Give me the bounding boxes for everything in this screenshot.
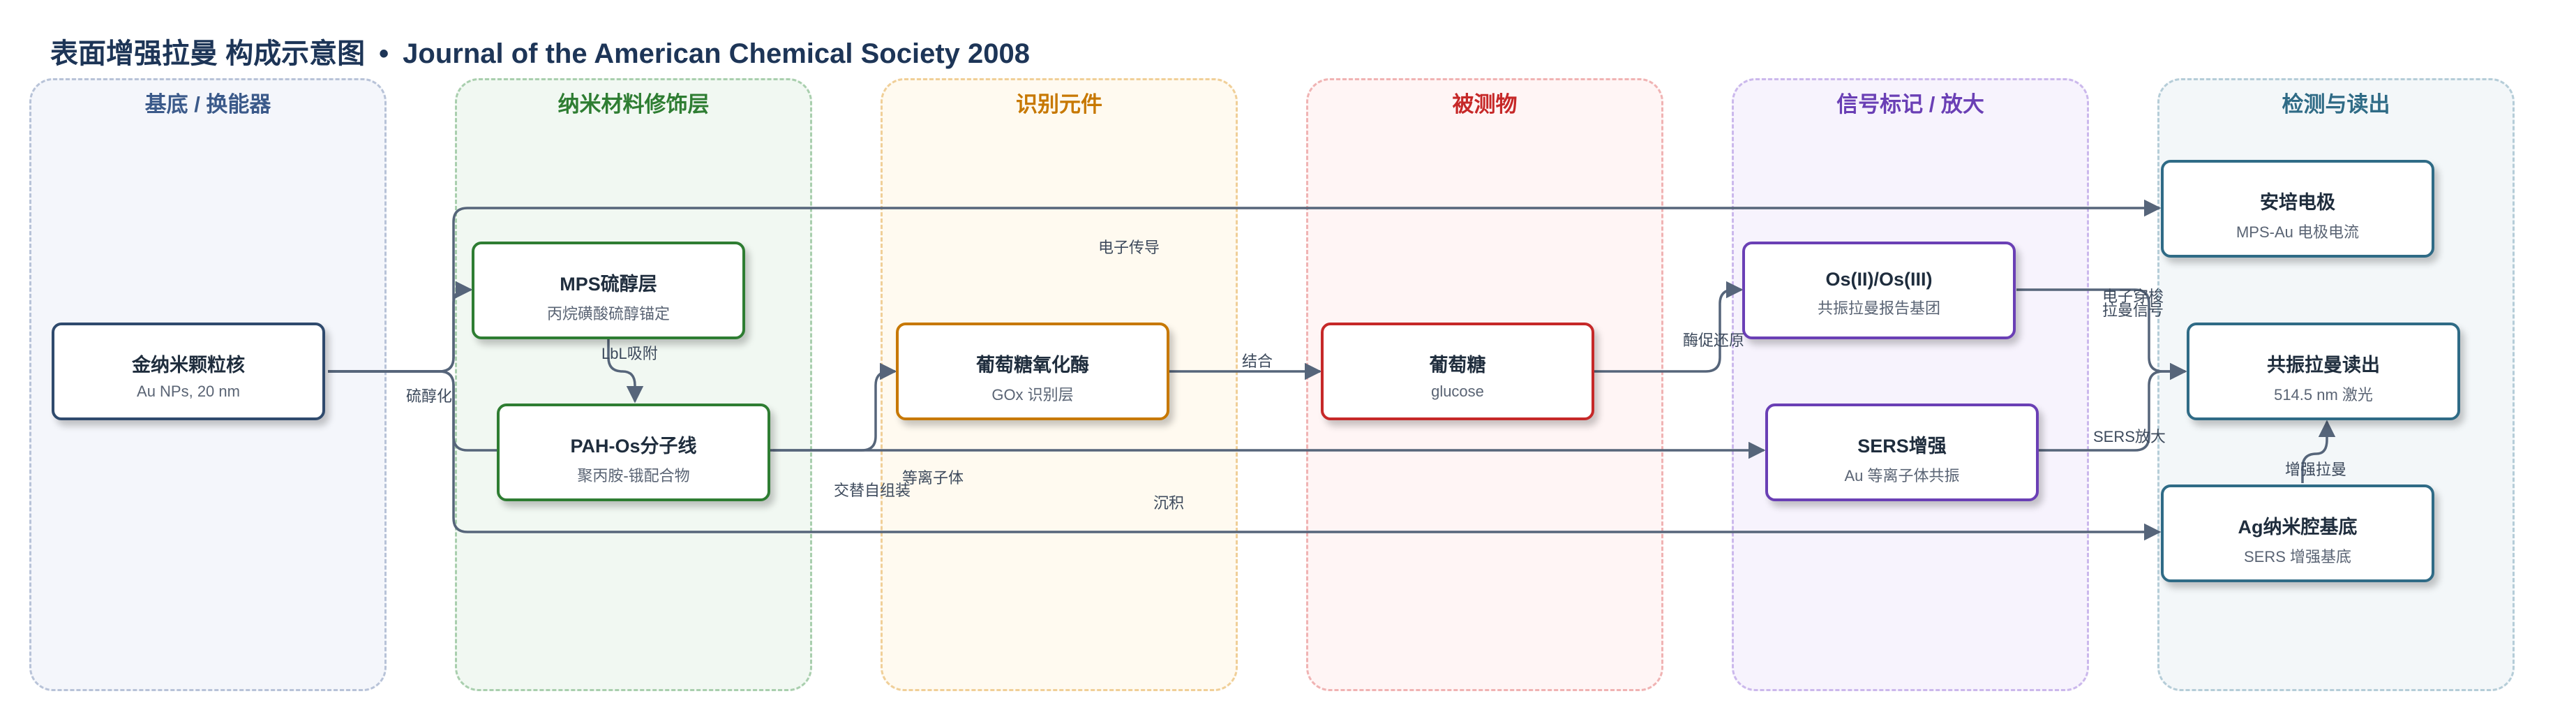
- node-subtitle: Au 等离子体共振: [1844, 467, 1960, 484]
- edge-pah-to-gox: [773, 362, 897, 452]
- node-subtitle: glucose: [1431, 383, 1484, 400]
- lane-title-signal: 信号标记 / 放大: [1836, 92, 1984, 117]
- title-main: 表面增强拉曼 构成示意图: [50, 38, 366, 69]
- edge-label-raman-signal: 拉曼信号: [2102, 302, 2164, 319]
- node-subtitle: Au NPs, 20 nm: [137, 383, 240, 400]
- node-subtitle: 共振拉曼报告基团: [1817, 299, 1940, 317]
- node-title: Ag纳米腔基底: [2238, 517, 2358, 538]
- diagram-title: 表面增强拉曼 构成示意图 • Journal of the American Che…: [50, 31, 1030, 71]
- lane-title-recognition: 识别元件: [1016, 92, 1102, 117]
- node-sers-enhancement[interactable]: SERS增强 Au 等离子体共振: [1765, 404, 2039, 501]
- node-subtitle: 丙烷磺酸硫醇锚定: [546, 305, 670, 323]
- node-mps-thiol-layer[interactable]: MPS硫醇层 丙烷磺酸硫醇锚定: [472, 242, 745, 339]
- lane-nanomaterial: [455, 78, 812, 691]
- edge-label-electron-transfer: 电子传导: [1098, 239, 1160, 256]
- lane-title-nanomaterial: 纳米材料修饰层: [557, 92, 710, 117]
- node-title: 金纳米颗粒核: [132, 355, 245, 376]
- node-title: 共振拉曼读出: [2267, 355, 2380, 376]
- edge-ag-to-rr: [2301, 420, 2336, 483]
- node-pah-os-wire[interactable]: PAH-Os分子线 聚丙胺-锇配合物: [497, 404, 770, 501]
- edge-label-deposition: 沉积: [1153, 494, 1185, 512]
- lane-title-analyte: 被测物: [1452, 92, 1518, 117]
- edge-label-plasmon: 等离子体: [902, 469, 964, 487]
- node-resonance-raman-readout[interactable]: 共振拉曼读出 514.5 nm 激光: [2187, 323, 2460, 420]
- edge-label-binding: 结合: [1242, 353, 1273, 370]
- node-subtitle: 聚丙胺-锇配合物: [577, 467, 690, 484]
- node-title: MPS硫醇层: [560, 274, 657, 295]
- lane-title-detection: 检测与读出: [2282, 92, 2390, 117]
- edge-core-to-mps: [328, 281, 473, 373]
- node-gold-nanoparticle-core[interactable]: 金纳米颗粒核 Au NPs, 20 nm: [52, 323, 325, 420]
- edge-glucose-to-os: [1594, 281, 1744, 373]
- node-subtitle: SERS 增强基底: [2243, 548, 2352, 565]
- title-source: Journal of the American Chemical Society…: [403, 38, 1030, 69]
- node-subtitle: GOx 识别层: [991, 386, 1074, 404]
- edge-os-to-rr: [2016, 288, 2187, 380]
- edge-core-to-ag: [328, 370, 2162, 541]
- node-title: 葡萄糖氧化酶: [976, 355, 1089, 376]
- edge-mps-to-pah: [607, 338, 644, 404]
- edge-label-enzyme-reduction: 酶促还原: [1683, 332, 1745, 349]
- title-separator: •: [379, 38, 389, 69]
- edge-label-thiolation: 硫醇化: [406, 387, 453, 405]
- node-subtitle: 514.5 nm 激光: [2274, 386, 2373, 404]
- node-title: 安培电极: [2260, 192, 2335, 213]
- node-subtitle: MPS-Au 电极电流: [2236, 223, 2360, 241]
- edge-label-enhanced-raman: 增强拉曼: [2285, 461, 2347, 478]
- node-title: Os(II)/Os(III): [1825, 269, 1933, 290]
- lane-signal: [1732, 78, 2089, 691]
- lane-title-substrate: 基底 / 换能器: [144, 92, 271, 117]
- node-title: SERS增强: [1857, 436, 1947, 457]
- node-ag-nanocavity-substrate[interactable]: Ag纳米腔基底 SERS 增强基底: [2161, 484, 2434, 582]
- edge-sers-to-rr: [2039, 362, 2187, 452]
- edge-label-sers-amp: SERS放大: [2093, 428, 2166, 445]
- edge-label-electron-tunnel: 电子穿梭: [2102, 288, 2164, 305]
- node-glucose[interactable]: 葡萄糖 glucose: [1321, 323, 1594, 420]
- node-amperometric-electrode[interactable]: 安培电极 MPS-Au 电极电流: [2161, 160, 2434, 258]
- node-title: 葡萄糖: [1429, 355, 1486, 376]
- node-title: PAH-Os分子线: [570, 436, 697, 457]
- node-glucose-oxidase[interactable]: 葡萄糖氧化酶 GOx 识别层: [896, 323, 1169, 420]
- edge-label-alternating: 交替自组装: [834, 482, 911, 499]
- node-os-redox-reporter[interactable]: Os(II)/Os(III) 共振拉曼报告基团: [1742, 242, 2016, 339]
- edge-label-lbl: LbL吸附: [601, 345, 658, 362]
